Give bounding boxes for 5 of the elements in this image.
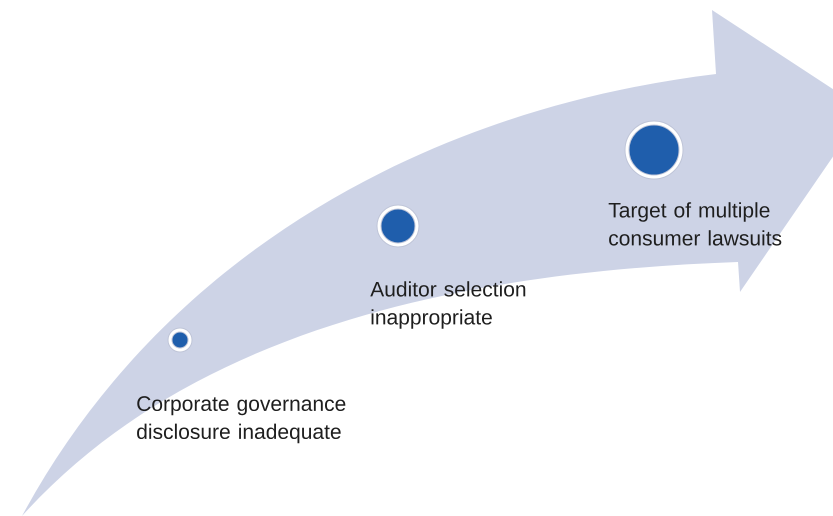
dot-marker [376,204,420,248]
step-label: Target of multiple consumer lawsuits [608,202,782,246]
step-label: Auditor selection inappropriate [370,281,526,329]
dot-marker [168,327,192,352]
step-label: Corporate governance disclosure inadequate [137,396,346,444]
